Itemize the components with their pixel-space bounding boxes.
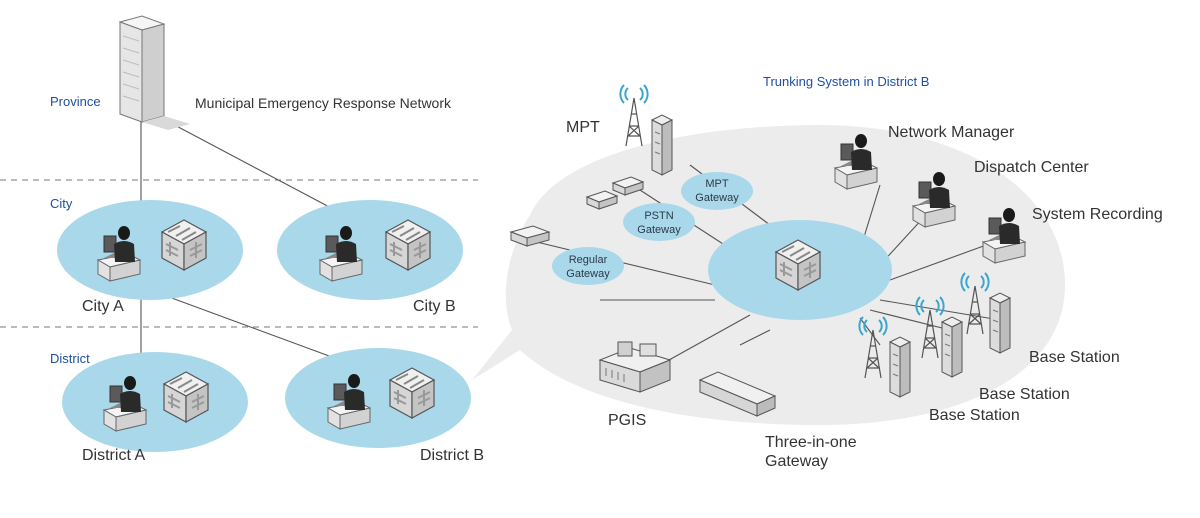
district-a-label: District A (82, 447, 145, 464)
city-a-label: City A (82, 298, 124, 315)
server-rack-icon (889, 336, 911, 398)
server-rack-icon (989, 292, 1011, 354)
system-recording-label: System Recording (1032, 206, 1163, 223)
level-province: Province (50, 94, 101, 109)
pgis-label: PGIS (608, 412, 646, 429)
server-rack-icon (651, 114, 673, 176)
district-b-node (285, 348, 471, 448)
three-in-one-gateway-icon (698, 371, 777, 417)
mpt-gateway-line2: Gateway (695, 192, 739, 204)
level-district: District (50, 351, 90, 366)
gateway-box-icon (509, 225, 551, 247)
pgis-machine-icon (598, 341, 672, 393)
three-in-one-line2: Gateway (765, 453, 828, 470)
network-label: Municipal Emergency Response Network (195, 95, 452, 111)
mpt-label: MPT (566, 119, 600, 136)
building-icon (118, 15, 190, 130)
city-b-label: City B (413, 298, 456, 315)
network-manager-label: Network Manager (888, 124, 1015, 141)
mpt-gateway: MPT Gateway (681, 172, 753, 210)
base-station-2-label: Base Station (979, 386, 1070, 403)
regular-gateway-line1: Regular (569, 254, 608, 266)
city-a-node (57, 200, 243, 300)
pstn-gateway-line2: Gateway (637, 224, 681, 236)
base-station-3-label: Base Station (929, 407, 1020, 424)
regular-gateway: Regular Gateway (552, 247, 624, 285)
trunking-core (708, 220, 892, 320)
pstn-gateway: PSTN Gateway (623, 203, 695, 241)
level-city: City (50, 196, 73, 211)
district-b-label: District B (420, 447, 484, 464)
trunking-title: Trunking System in District B (763, 74, 929, 89)
server-rack-icon (941, 316, 963, 378)
pstn-gateway-line1: PSTN (644, 210, 673, 222)
mpt-gateway-line1: MPT (705, 178, 729, 190)
three-in-one-line1: Three-in-one (765, 434, 857, 451)
city-b-node (277, 200, 463, 300)
dispatch-center-label: Dispatch Center (974, 159, 1089, 176)
regular-gateway-line2: Gateway (566, 268, 610, 280)
base-station-1-label: Base Station (1029, 349, 1120, 366)
district-a-node (62, 352, 248, 452)
antenna-tower-icon (619, 84, 649, 147)
